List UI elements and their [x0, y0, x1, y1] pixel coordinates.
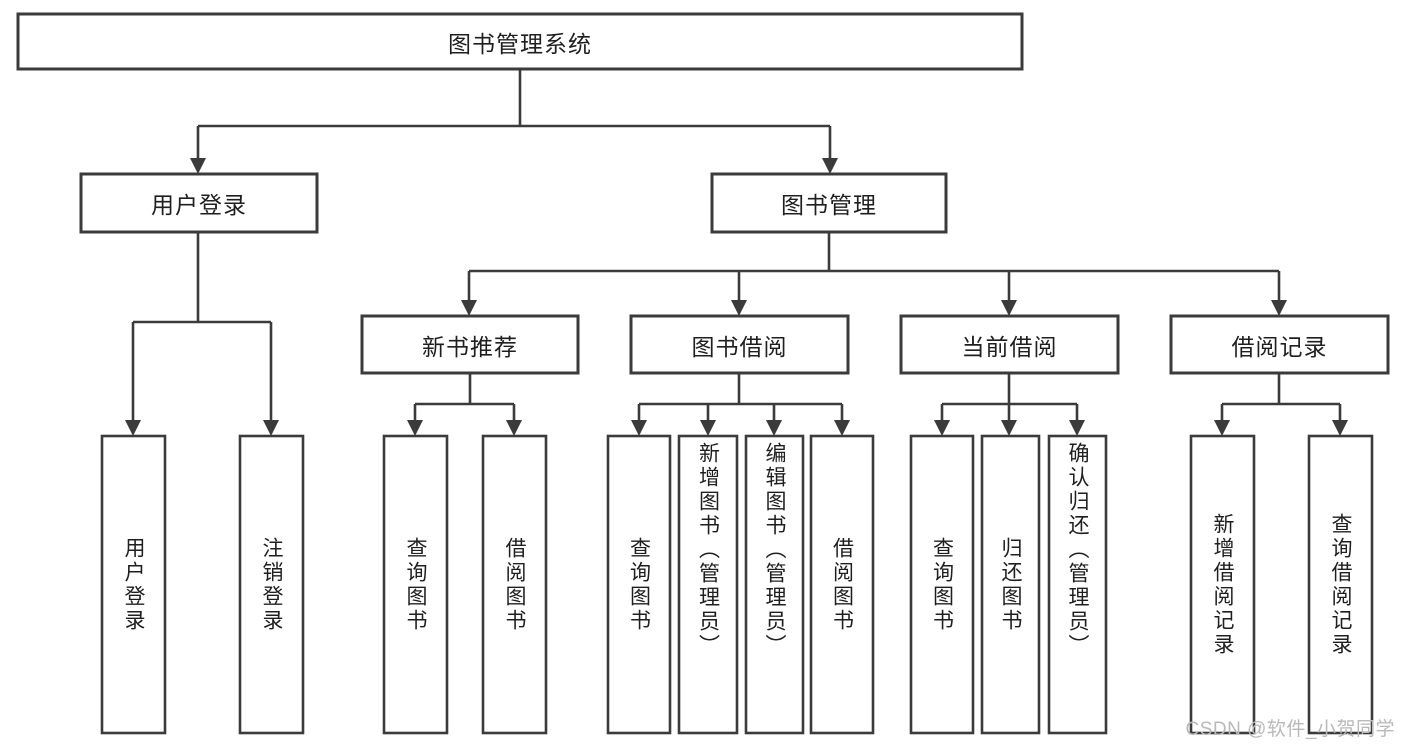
leaf-box-cb-confirm-return[interactable]: [1047, 434, 1108, 735]
arrow-head-leaf-br-query: [1332, 420, 1348, 436]
arrow-head-leaf-logout: [263, 420, 279, 436]
node-new-book-box[interactable]: [360, 314, 580, 375]
leaf-box-bb-borrow-book[interactable]: [809, 434, 875, 735]
arrow-head-to-new-book: [461, 300, 477, 316]
node-current-borrow-box[interactable]: [899, 314, 1120, 375]
arrow-head-leaf-cb-confirm: [1069, 420, 1085, 436]
leaf-box-user-login[interactable]: [100, 434, 167, 735]
arrow-head-to-user-login: [190, 158, 206, 174]
arrow-head-leaf-nb-borrow: [506, 420, 522, 436]
arrow-head-leaf-br-add: [1214, 420, 1230, 436]
arrow-head-to-book-manage: [822, 158, 838, 174]
connector-new-book-to-leaves: [413, 373, 516, 420]
arrow-head-leaf-bb-add: [700, 420, 716, 436]
arrow-head-to-current-borrow: [1001, 300, 1017, 316]
connector-current-borrow-to-leaves: [940, 373, 1079, 420]
connector-borrow-record-to-leaves: [1220, 373, 1342, 420]
node-book-borrow-box[interactable]: [629, 314, 850, 375]
leaf-box-cb-return-book[interactable]: [980, 434, 1041, 735]
arrow-head-to-borrow-record: [1271, 300, 1287, 316]
arrow-head-leaf-bb-borrow: [834, 420, 850, 436]
leaf-box-bb-edit-book[interactable]: [744, 434, 805, 735]
leaf-box-bb-add-book[interactable]: [677, 434, 739, 735]
connector-user-login-to-leaves: [131, 232, 273, 420]
arrow-head-leaf-bb-edit: [766, 420, 782, 436]
node-borrow-record-box[interactable]: [1169, 314, 1390, 375]
leaf-box-br-add-record[interactable]: [1189, 434, 1256, 735]
arrow-head-leaf-bb-query: [631, 420, 647, 436]
node-book-manage-box[interactable]: [710, 172, 948, 234]
connector-book-manage-to-level3: [467, 232, 1281, 300]
node-root-box[interactable]: [16, 12, 1024, 71]
arrow-head-leaf-nb-query: [407, 420, 423, 436]
arrow-head-leaf-user-login: [125, 420, 141, 436]
arrow-head-to-book-borrow: [731, 300, 747, 316]
leaf-box-br-query-record[interactable]: [1307, 434, 1374, 735]
connector-book-borrow-to-leaves: [637, 373, 844, 420]
leaf-box-bb-query-book[interactable]: [606, 434, 672, 735]
leaf-box-nb-query-book[interactable]: [382, 434, 449, 735]
leaf-box-cb-query-book[interactable]: [909, 434, 975, 735]
leaf-box-nb-borrow-book[interactable]: [481, 434, 548, 735]
leaf-box-logout[interactable]: [238, 434, 305, 735]
arrow-head-leaf-cb-return: [1001, 420, 1017, 436]
node-user-login-box[interactable]: [79, 172, 319, 234]
arrow-head-leaf-cb-query: [934, 420, 950, 436]
connector-root-to-level2: [196, 69, 832, 158]
